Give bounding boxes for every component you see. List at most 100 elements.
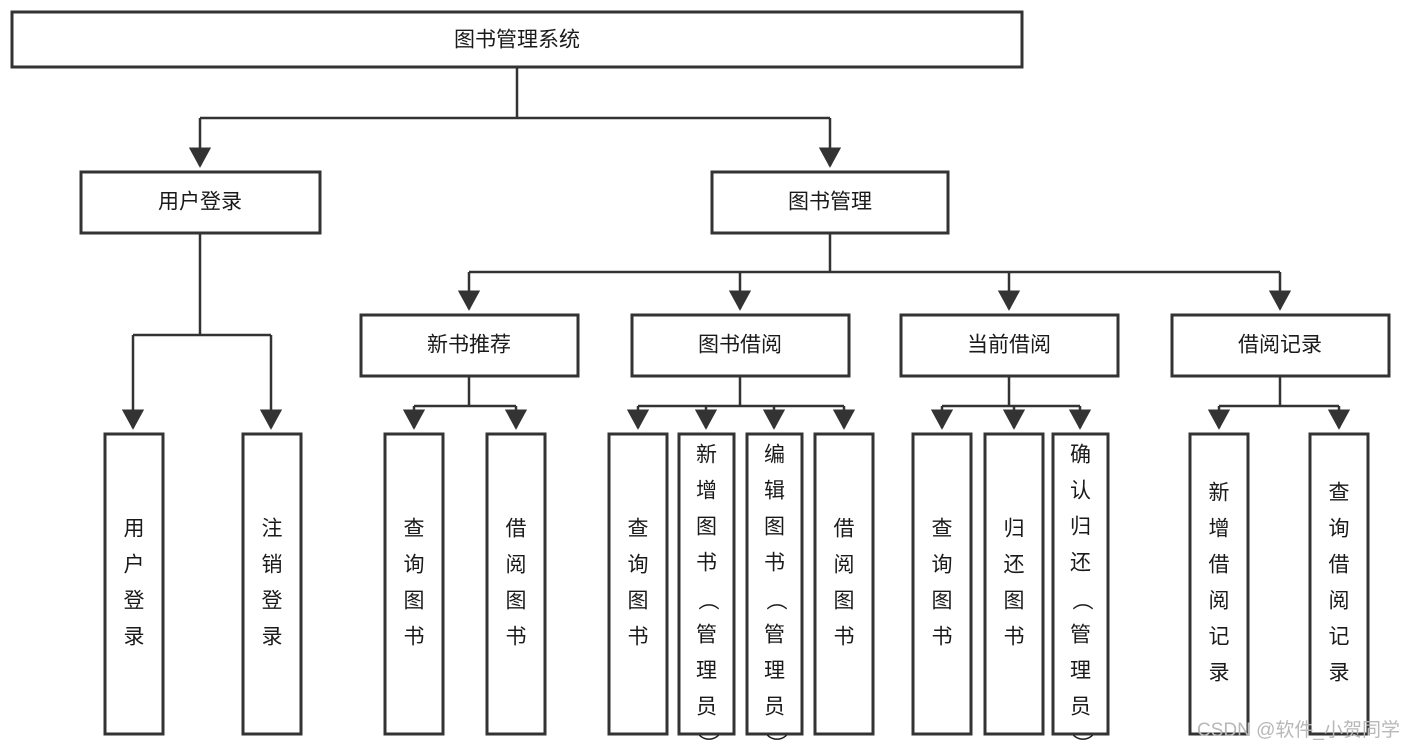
node-title[interactable]: 图书管理系统 (10, 10, 1024, 69)
svg-text:还: 还 (1070, 552, 1091, 575)
leaf-query-book-1-rect[interactable] (383, 432, 445, 736)
svg-text:归: 归 (1070, 516, 1091, 539)
svg-text:图: 图 (628, 590, 649, 613)
svg-text:查: 查 (1329, 482, 1350, 505)
svg-text:管: 管 (764, 624, 785, 647)
connectors-user-login-branch (121, 233, 283, 430)
svg-text:书: 书 (506, 626, 527, 649)
svg-text:借: 借 (506, 518, 527, 541)
node-borrow-record-rect[interactable] (1170, 313, 1391, 378)
svg-text:辑: 辑 (764, 480, 785, 503)
leaf-add-borrow-record-rect[interactable] (1188, 432, 1250, 736)
svg-text:）: ） (1070, 734, 1093, 747)
svg-text:询: 询 (628, 554, 649, 577)
leaf-logout-login-rect[interactable] (241, 432, 303, 736)
svg-text:归: 归 (1004, 518, 1025, 541)
node-book-management[interactable]: 图书管理 (710, 170, 950, 235)
svg-text:（: （ (1070, 590, 1093, 611)
node-title-rect[interactable] (10, 10, 1024, 69)
svg-text:登: 登 (124, 590, 145, 613)
leaf-user-login-label: 用户登录 (124, 518, 145, 649)
svg-text:书: 书 (628, 626, 649, 649)
connectors-new-book-recommend-branch (402, 376, 528, 430)
leaf-query-book-3-rect[interactable] (911, 432, 973, 736)
leaf-return-book-rect[interactable] (983, 432, 1045, 736)
leaf-query-book-2-rect[interactable] (607, 432, 669, 736)
node-book-borrow-rect[interactable] (630, 313, 851, 378)
svg-text:借: 借 (834, 518, 855, 541)
leaf-query-borrow-record-rect[interactable] (1308, 432, 1370, 736)
svg-text:）: ） (764, 734, 787, 747)
leaf-borrow-book-2-rect[interactable] (813, 432, 875, 736)
node-user-login[interactable]: 用户登录 (79, 170, 322, 235)
svg-text:增: 增 (696, 480, 717, 503)
svg-text:新: 新 (1209, 482, 1230, 505)
svg-text:新: 新 (696, 444, 717, 467)
svg-text:查: 查 (404, 518, 425, 541)
leaf-add-book-admin-rect[interactable] (677, 432, 736, 736)
svg-text:图: 图 (834, 590, 855, 613)
node-title-label: 图书管理系统 (454, 29, 580, 52)
node-new-book-recommend-rect[interactable] (359, 313, 580, 378)
svg-text:增: 增 (1209, 518, 1230, 541)
node-user-login-label: 用户登录 (158, 191, 242, 214)
leaf-confirm-return-admin-rect[interactable] (1051, 432, 1110, 736)
svg-text:书: 书 (834, 626, 855, 649)
svg-text:录: 录 (262, 626, 283, 649)
svg-text:（: （ (764, 590, 787, 611)
svg-text:记: 记 (1209, 626, 1230, 649)
node-book-borrow-label: 图书借阅 (698, 334, 782, 357)
svg-text:书: 书 (932, 626, 953, 649)
svg-text:录: 录 (124, 626, 145, 649)
svg-text:书: 书 (1004, 626, 1025, 649)
svg-text:员: 员 (696, 696, 717, 719)
svg-text:员: 员 (1070, 696, 1091, 719)
svg-text:书: 书 (764, 552, 785, 575)
connectors-book-borrow-branch (626, 376, 856, 430)
svg-text:理: 理 (696, 660, 717, 683)
leaf-user-login-rect[interactable] (103, 432, 165, 736)
connectors-borrow-record-branch (1207, 376, 1351, 430)
node-book-management-rect[interactable] (710, 170, 950, 235)
svg-text:管: 管 (696, 624, 717, 647)
node-borrow-record[interactable]: 借阅记录 (1170, 313, 1391, 378)
svg-text:登: 登 (262, 590, 283, 613)
node-current-borrow[interactable]: 当前借阅 (899, 313, 1120, 378)
node-user-login-rect[interactable] (79, 170, 322, 235)
node-new-book-recommend-label: 新书推荐 (427, 334, 511, 357)
svg-text:阅: 阅 (834, 554, 855, 577)
svg-text:图: 图 (1004, 590, 1025, 613)
svg-text:注: 注 (262, 518, 283, 541)
svg-text:图: 图 (404, 590, 425, 613)
node-book-borrow[interactable]: 图书借阅 (630, 313, 851, 378)
svg-text:书: 书 (404, 626, 425, 649)
node-book-management-label: 图书管理 (788, 191, 872, 214)
svg-text:借: 借 (1329, 554, 1350, 577)
svg-text:阅: 阅 (1329, 590, 1350, 613)
svg-text:记: 记 (1329, 626, 1350, 649)
svg-text:录: 录 (1329, 662, 1350, 685)
node-new-book-recommend[interactable]: 新书推荐 (359, 313, 580, 378)
node-current-borrow-rect[interactable] (899, 313, 1120, 378)
node-current-borrow-label: 当前借阅 (967, 334, 1051, 357)
svg-text:理: 理 (764, 660, 785, 683)
svg-text:图: 图 (506, 590, 527, 613)
svg-text:查: 查 (628, 518, 649, 541)
svg-text:员: 员 (764, 696, 785, 719)
leaf-rects (103, 432, 1370, 736)
svg-text:（: （ (696, 590, 719, 611)
svg-text:阅: 阅 (506, 554, 527, 577)
svg-text:借: 借 (1209, 554, 1230, 577)
svg-text:）: ） (696, 734, 719, 747)
svg-text:查: 查 (932, 518, 953, 541)
leaf-borrow-book-1-rect[interactable] (485, 432, 547, 736)
leaf-edit-book-admin-rect[interactable] (745, 432, 804, 736)
